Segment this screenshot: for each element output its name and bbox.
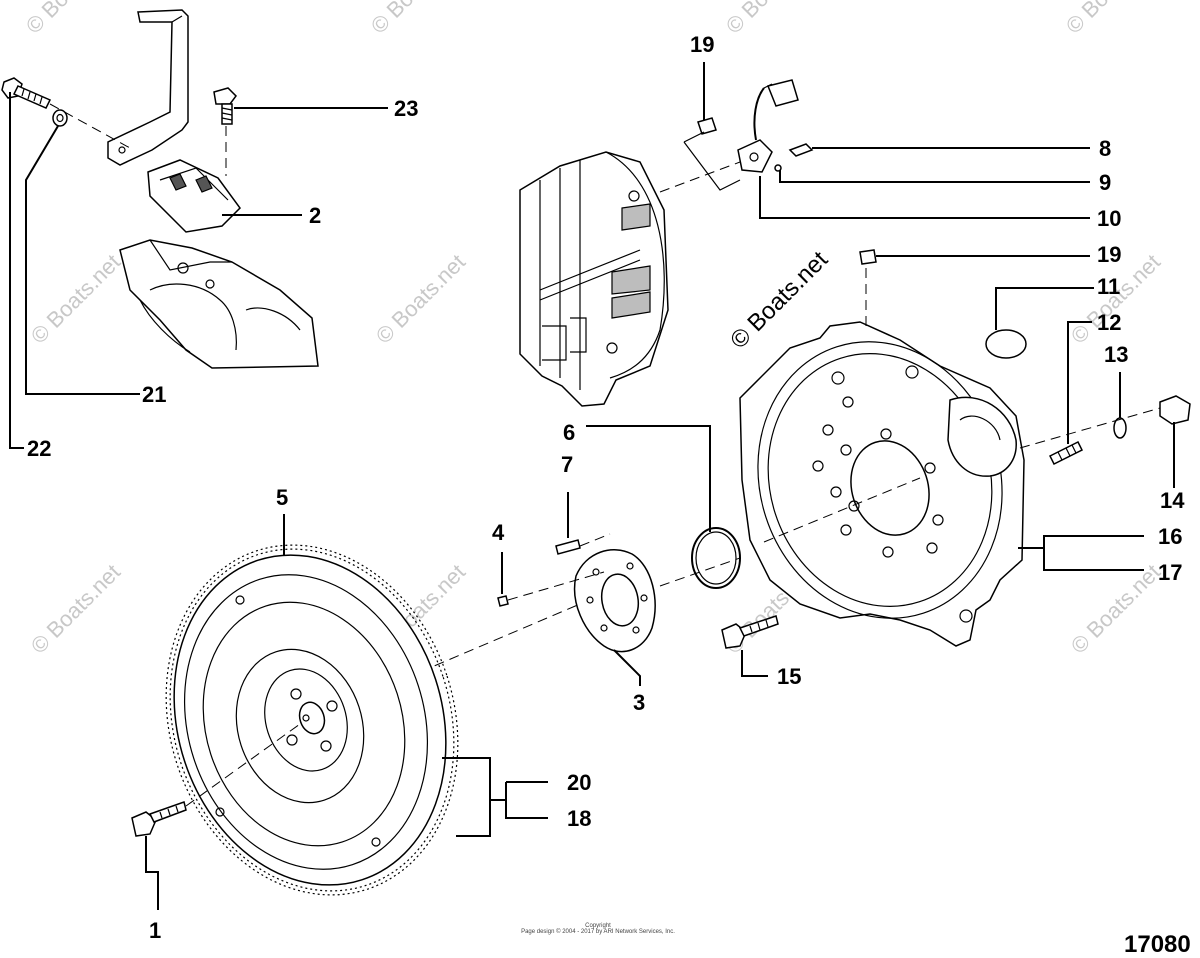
callout-1: 1	[149, 918, 161, 943]
watermark-text: © Boats.net	[1061, 0, 1160, 39]
sensor-icon	[737, 79, 799, 173]
callout-6: 6	[563, 420, 575, 445]
washer-icon	[52, 109, 68, 127]
bracket-assembly	[1, 9, 319, 369]
bolt-icon	[213, 87, 237, 125]
bolt-icon	[721, 615, 779, 649]
oring-icon	[691, 527, 741, 589]
callout-10: 10	[1097, 206, 1121, 231]
copyright-line-1: Copyright	[585, 923, 611, 929]
watermark-text: © Boats.net	[26, 249, 125, 348]
callout-16: 16	[1158, 524, 1182, 549]
watermark-text: © Boats.net	[21, 0, 120, 39]
oring-icon	[985, 329, 1027, 359]
callout-20: 20	[567, 770, 591, 795]
callout-22: 22	[27, 436, 51, 461]
callout-19-lower: 19	[1097, 242, 1121, 267]
flywheel	[131, 544, 459, 896]
callout-5: 5	[276, 485, 288, 510]
bolt-icon	[1, 77, 52, 109]
callout-21: 21	[142, 382, 166, 407]
flywheel-housing	[721, 249, 1191, 649]
callout-4: 4	[492, 520, 505, 545]
figure-number: 17080	[1124, 931, 1191, 958]
callout-15: 15	[777, 664, 801, 689]
callout-12: 12	[1097, 310, 1121, 335]
callout-19-upper: 19	[690, 32, 714, 57]
callout-8: 8	[1099, 136, 1111, 161]
bolt-hole-ring	[812, 396, 944, 558]
watermark-text: © Boats.net	[721, 0, 820, 39]
watermark-text: © Boats.net	[371, 249, 470, 348]
watermark-text: © Boats.net	[1066, 559, 1165, 658]
callout-labels: 1 2 3 4 5 6 7 8 9 10 11 12 13 14 15 16 1…	[27, 32, 1185, 943]
watermark-text: © Boats.net	[725, 246, 833, 354]
callout-11: 11	[1097, 274, 1120, 299]
watermark-text: © Boats.net	[26, 559, 125, 658]
callout-9: 9	[1099, 170, 1111, 195]
callout-18: 18	[567, 806, 591, 831]
callout-14: 14	[1160, 488, 1185, 513]
callout-7: 7	[561, 452, 573, 477]
callout-3: 3	[633, 690, 645, 715]
callout-2: 2	[309, 203, 321, 228]
callout-23: 23	[394, 96, 418, 121]
copyright-line-2: Page design © 2004 - 2017 by ARI Network…	[521, 928, 675, 935]
leader-lines	[9, 62, 1175, 910]
watermark-text: © Boats.net	[366, 0, 465, 39]
callout-13: 13	[1104, 342, 1128, 367]
engine-sensor-assembly	[519, 79, 814, 407]
callout-17: 17	[1158, 560, 1182, 585]
adapter-plate-assembly	[419, 477, 921, 673]
bolt-icon	[131, 801, 187, 837]
